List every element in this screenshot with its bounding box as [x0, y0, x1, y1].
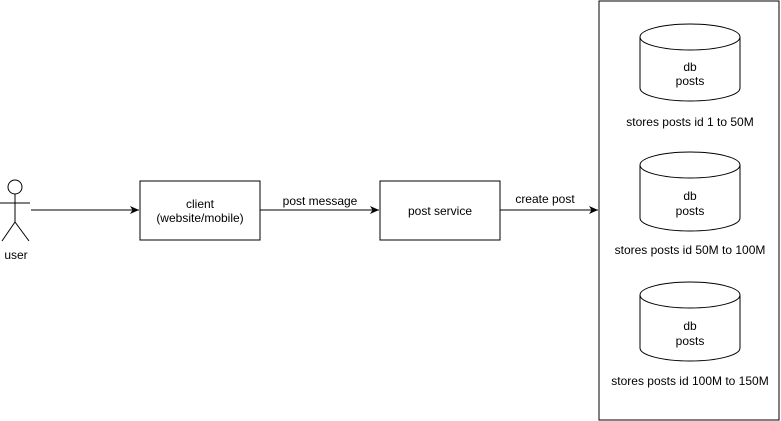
- user-actor[interactable]: user: [0, 179, 30, 262]
- db-shard-2[interactable]: db posts stores posts id 50M to 100M: [615, 151, 766, 257]
- post-message-edge-label: post message: [283, 194, 358, 208]
- database-cylinder-icon: [639, 23, 741, 102]
- client-node[interactable]: client (website/mobile): [139, 180, 261, 241]
- post-service-label: post service: [408, 204, 472, 218]
- db-2-sublabel: posts: [676, 204, 705, 218]
- stick-figure-icon: [0, 179, 30, 242]
- client-label: client: [186, 197, 215, 211]
- db-1-caption: stores posts id 1 to 50M: [626, 115, 753, 129]
- post-service-node[interactable]: post service: [379, 180, 501, 241]
- db-2-label: db: [683, 189, 697, 203]
- db-2-caption: stores posts id 50M to 100M: [615, 243, 766, 257]
- db-3-sublabel: posts: [676, 334, 705, 348]
- database-cylinder-icon: [639, 281, 741, 362]
- db-shard-3[interactable]: db posts stores posts id 100M to 150M: [611, 281, 769, 388]
- db-1-label: db: [683, 60, 697, 74]
- database-cylinder-icon: [639, 151, 741, 232]
- client-sublabel: (website/mobile): [156, 211, 243, 225]
- db-shard-1[interactable]: db posts stores posts id 1 to 50M: [626, 23, 754, 129]
- db-3-caption: stores posts id 100M to 150M: [611, 374, 768, 388]
- user-label: user: [4, 248, 27, 262]
- create-post-edge-label: create post: [515, 192, 575, 206]
- db-1-sublabel: posts: [676, 74, 705, 88]
- db-3-label: db: [683, 319, 697, 333]
